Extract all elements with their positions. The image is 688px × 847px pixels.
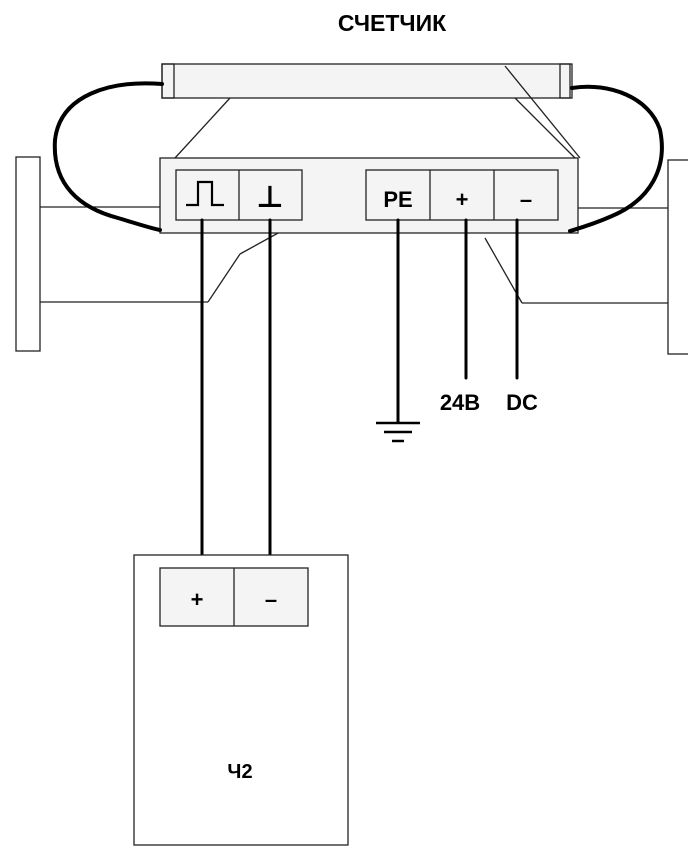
meter-body-left-edge xyxy=(174,97,231,159)
meter-top-cap-left xyxy=(161,63,175,99)
meter-body-right-edge xyxy=(504,65,581,159)
left-flange xyxy=(15,156,41,352)
right-flange xyxy=(667,159,688,355)
receiver-name-label: Ч2 xyxy=(227,761,252,783)
diagram-title: СЧЕТЧИК xyxy=(338,10,447,36)
left-cable xyxy=(52,81,164,232)
pe-terminal-label: PE xyxy=(383,187,412,212)
minus-terminal-label: – xyxy=(520,187,532,212)
meter-top-bar xyxy=(161,63,571,99)
receiver-minus-label: – xyxy=(265,587,277,612)
meter-top-cap-right xyxy=(559,63,573,99)
right-cable xyxy=(568,84,664,233)
receiver-plus-label: + xyxy=(191,587,204,612)
earth-ground-icon xyxy=(376,421,420,443)
plus-terminal-label: + xyxy=(456,187,469,212)
ground-terminal-symbol: ⊥ xyxy=(256,181,283,214)
power-terminal-block xyxy=(365,169,559,221)
pulse-icon xyxy=(186,180,224,207)
meter-body-right-inner xyxy=(514,97,576,159)
supply-voltage-label: 24В xyxy=(440,390,480,415)
supply-type-label: DC xyxy=(506,390,538,415)
